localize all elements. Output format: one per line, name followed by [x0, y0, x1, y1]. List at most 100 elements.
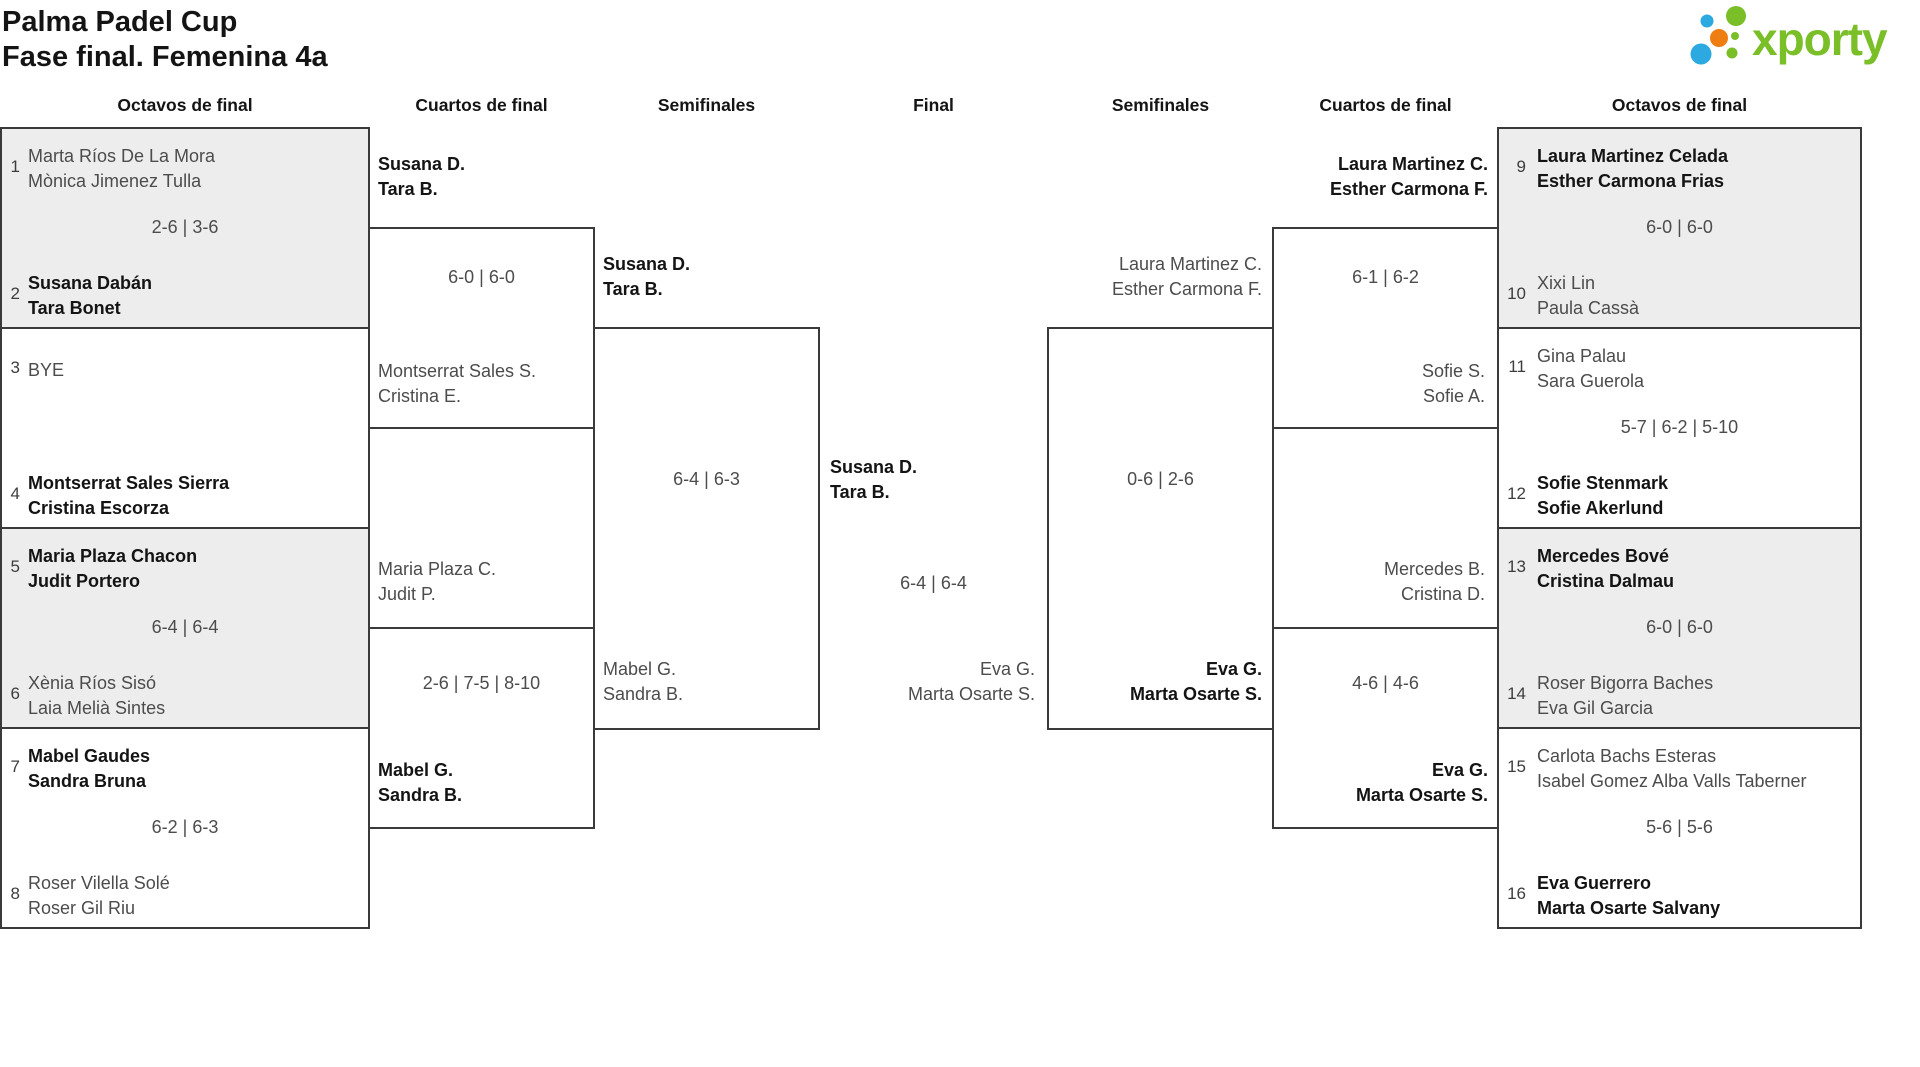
team-name-line: Montserrat Sales Sierra — [28, 473, 230, 493]
octavos-right-match-3-box: 13 Mercedes Bové Cristina Dalmau 6-0 | 6… — [1497, 527, 1862, 729]
team-name-line: BYE — [28, 360, 65, 380]
semifinal-left-box — [593, 327, 820, 730]
team-name-line: Judit Portero — [28, 571, 141, 591]
match-score: 6-2 | 6-3 — [151, 817, 219, 837]
team-name-line: Eva Gil Garcia — [1537, 698, 1654, 718]
seed-number: 5 — [10, 557, 20, 576]
seed-number: 6 — [10, 684, 20, 703]
team-name-line: Gina Palau — [1537, 346, 1627, 366]
match-score: 5-7 | 6-2 | 5-10 — [1620, 417, 1739, 437]
team: Mabel Gaudes Sandra Bruna — [28, 744, 150, 794]
match-score: 6-4 | 6-4 — [151, 617, 219, 637]
team: Maria Plaza Chacon Judit Portero — [28, 544, 197, 594]
team: Susana D. Tara B. — [603, 252, 690, 302]
team-name-line: Maria Plaza C. — [378, 559, 497, 579]
team: Xènia Ríos Sisó Laia Melià Sintes — [28, 671, 165, 721]
team-name-line: Tara Bonet — [28, 298, 121, 318]
octavos-left-match-1-box: 1 Marta Ríos De La Mora Mònica Jimenez T… — [0, 127, 370, 329]
seed-number: 15 — [1507, 757, 1526, 776]
octavos-left-match-2-box: 3 BYE 4 Montserrat Sales Sierra Cristina… — [0, 327, 370, 529]
team: Susana Dabán Tara Bonet — [28, 271, 152, 321]
team-name-line: Tara B. — [603, 279, 663, 299]
seed-number: 4 — [10, 484, 20, 503]
cuartos-left-match-1-box — [368, 227, 595, 429]
team-name-line: Esther Carmona F. — [1111, 279, 1262, 299]
team: Susana D. Tara B. — [378, 152, 465, 202]
match-score: 6-0 | 6-0 — [1646, 217, 1713, 237]
team: Montserrat Sales Sierra Cristina Escorza — [28, 471, 229, 521]
team: Carlota Bachs Esteras Isabel Gomez Alba … — [1537, 744, 1806, 794]
team-name-line: Judit P. — [378, 584, 436, 604]
team: Laura Martinez C. Esther Carmona F. — [1168, 152, 1488, 202]
team-name-line: Sofie Stenmark — [1537, 473, 1669, 493]
match-score: 4-6 | 4-6 — [1352, 673, 1419, 693]
team: Eva Guerrero Marta Osarte Salvany — [1537, 871, 1720, 921]
team: Sofie S. Sofie A. — [1165, 359, 1485, 409]
team-name-line: Susana Dabán — [28, 273, 153, 293]
team-name-line: Mònica Jimenez Tulla — [28, 171, 202, 191]
logo-dot-blue-large — [1690, 43, 1712, 65]
team-name-line: Sandra Bruna — [28, 771, 147, 791]
team: Marta Ríos De La Mora Mònica Jimenez Tul… — [28, 144, 215, 194]
octavos-left-match-3-box: 5 Maria Plaza Chacon Judit Portero 6-4 |… — [0, 527, 370, 729]
team-name-line: Laura Martinez Celada — [1537, 146, 1729, 166]
seed-number: 3 — [10, 358, 20, 377]
team-name-line: Mercedes B. — [1383, 559, 1485, 579]
seed-number: 13 — [1507, 557, 1526, 576]
team-name-line: Marta Ríos De La Mora — [28, 146, 216, 166]
team-name-line: Tara B. — [378, 179, 438, 199]
logo-dot-green-large — [1726, 6, 1746, 26]
cuartos-left-match-2-box — [368, 627, 595, 829]
round-header-octavos-left: Octavos de final — [117, 95, 253, 115]
logo-dot-green-small — [1726, 47, 1738, 59]
octavos-right-match-1-box: 9 Laura Martinez Celada Esther Carmona F… — [1497, 127, 1862, 329]
team: Eva G. Marta Osarte S. — [715, 657, 1035, 707]
match-score: 6-0 | 6-0 — [448, 267, 515, 287]
logo-dot-blue-small — [1700, 14, 1714, 28]
team-name-line: Esther Carmona F. — [1329, 179, 1488, 199]
xporty-logo[interactable]: xporty — [1686, 0, 1920, 75]
team-name-line: Marta Osarte S. — [1355, 785, 1488, 805]
seed-number: 1 — [10, 157, 20, 176]
team: Maria Plaza C. Judit P. — [378, 557, 496, 607]
round-header-semis-left: Semifinales — [657, 95, 756, 115]
team: Roser Vilella Solé Roser Gil Riu — [28, 871, 170, 921]
team-name-line: Sandra B. — [378, 785, 463, 805]
team-name-line: Eva Guerrero — [1537, 873, 1652, 893]
octavos-right-match-4-box: 15 Carlota Bachs Esteras Isabel Gomez Al… — [1497, 727, 1862, 929]
team: Eva G. Marta Osarte S. — [942, 657, 1262, 707]
seed-number: 12 — [1507, 484, 1526, 503]
team-name-line: Sofie S. — [1421, 361, 1485, 381]
match-score: 5-6 | 5-6 — [1646, 817, 1713, 837]
team: Eva G. Marta Osarte S. — [1168, 758, 1488, 808]
round-header-cuartos-left: Cuartos de final — [415, 95, 548, 115]
octavos-right-match-2-box: 11 Gina Palau Sara Guerola 5-7 | 6-2 | 5… — [1497, 327, 1862, 529]
octavos-left-match-4-box: 7 Mabel Gaudes Sandra Bruna 6-2 | 6-3 8 … — [0, 727, 370, 929]
team-name-line: Montserrat Sales S. — [378, 361, 537, 381]
seed-number: 2 — [10, 284, 20, 303]
team-name-line: Carlota Bachs Esteras — [1537, 746, 1717, 766]
team-name-line: Sandra B. — [603, 684, 684, 704]
match-score: 2-6 | 7-5 | 8-10 — [422, 673, 541, 693]
team-name-line: Tara B. — [830, 482, 890, 502]
match-score: 6-1 | 6-2 — [1352, 267, 1419, 287]
match-score: 2-6 | 3-6 — [151, 217, 219, 237]
team: Susana D. Tara B. — [830, 455, 917, 505]
seed-number: 14 — [1507, 684, 1526, 703]
seed-number: 11 — [1508, 357, 1526, 376]
team-name-line: Marta Osarte Salvany — [1537, 898, 1721, 918]
team-name-line: Susana D. — [830, 457, 918, 477]
match-score: 6-0 | 6-0 — [1646, 617, 1713, 637]
team-name-line: Xixi Lin — [1537, 273, 1596, 293]
cuartos-right-match-1-box — [1272, 227, 1499, 429]
page-title-line2: Fase final. Femenina 4a — [2, 41, 328, 73]
team-name-line: Paula Cassà — [1537, 298, 1640, 318]
cuartos-right-match-2-box — [1272, 627, 1499, 829]
team-name-line: Cristina E. — [378, 386, 462, 406]
team: Mercedes B. Cristina D. — [1165, 557, 1485, 607]
team-name-line: Laura Martinez C. — [1118, 254, 1262, 274]
team: Gina Palau Sara Guerola — [1537, 344, 1644, 394]
team-name-line: Roser Gil Riu — [28, 898, 136, 918]
team-name-line: Eva G. — [1431, 760, 1488, 780]
